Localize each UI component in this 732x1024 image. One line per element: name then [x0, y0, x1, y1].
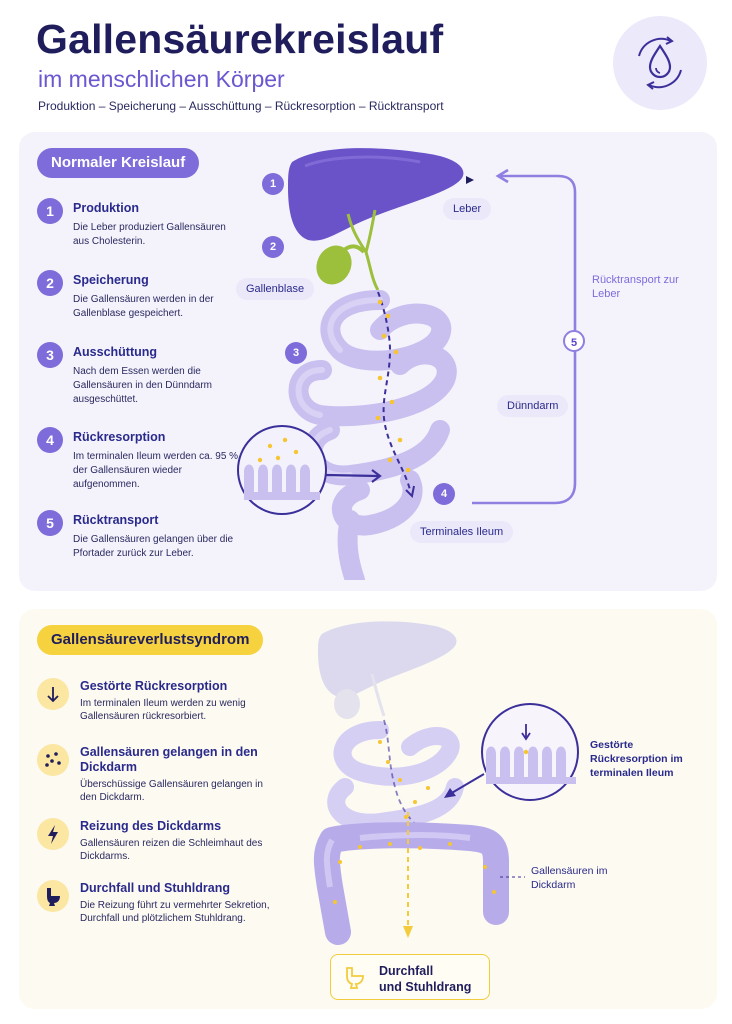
syndrome-item-title: Gestörte Rückresorption	[80, 679, 228, 693]
ileum-disruption-label: Gestörte Rückresorption im terminalen Il…	[590, 739, 683, 779]
liver-shape	[288, 148, 464, 241]
label-return-transport: Rücktransport zur Leber	[592, 274, 679, 300]
step-number: 3	[37, 342, 63, 368]
step-description: Die Gallensäuren werden in der Gallenbla…	[73, 294, 214, 319]
page-subtitle: im menschlichen Körper	[38, 66, 285, 92]
villi-zoom-circle	[237, 425, 382, 515]
disrupted-villi-zoom-circle	[444, 703, 579, 801]
syndrome-item-description: Die Reizung führt zu vermehrter Sekretio…	[80, 900, 270, 924]
marker-1: 1	[262, 173, 284, 195]
toilet-icon	[346, 967, 364, 989]
step-title: Produktion	[73, 201, 139, 215]
step-number: 4	[37, 427, 63, 453]
marker-3: 3	[285, 342, 307, 364]
step-number: 1	[37, 198, 63, 224]
step-description: Im terminalen Ileum werden ca. 95 % der …	[73, 451, 239, 490]
page-title: Gallensäurekreislauf	[36, 16, 444, 62]
large-intestine-shape	[313, 822, 509, 945]
step-number: 2	[37, 270, 63, 296]
label-gallbladder: Gallenblase	[236, 278, 315, 300]
syndrome-item-description: Überschüssige Gallensäuren gelangen in d…	[80, 779, 263, 803]
step-description: Nach dem Essen werden die Gallensäuren i…	[73, 366, 212, 405]
step-description: Die Leber produziert Gallensäuren aus Ch…	[73, 222, 226, 247]
normal-cycle-illustration	[237, 148, 577, 580]
step-title: Ausschüttung	[73, 345, 158, 359]
step-title: Rücktransport	[73, 513, 159, 527]
syndrome-item-title: Reizung des Dickdarms	[80, 819, 222, 833]
syndrome-item-description: Gallensäuren reizen die Schleimhaut des …	[80, 838, 263, 862]
result-label: Durchfall und Stuhldrang	[379, 964, 472, 994]
label-small-intestine: Dünndarm	[497, 395, 569, 417]
step-title: Speicherung	[73, 273, 149, 287]
droplet-cycle-icon	[613, 16, 707, 110]
arrow-down-icon	[37, 678, 69, 710]
label-terminal-ileum: Terminales Ileum	[410, 521, 514, 543]
step-number: 5	[37, 510, 63, 536]
syndrome-item-description: Im terminalen Ileum werden zu wenig Gall…	[80, 698, 246, 722]
toilet-icon	[37, 880, 69, 912]
step-title: Rückresorption	[73, 430, 166, 444]
lightning-icon	[37, 818, 69, 850]
syndrome-item-title: Durchfall und Stuhldrang	[80, 881, 230, 895]
colon-bile-acids-label: Gallensäuren im Dickdarm	[531, 865, 608, 891]
process-steps-line: Produktion – Speicherung – Ausschüttung …	[38, 99, 444, 113]
syndrome-item-title: Gallensäuren gelangen in den Dickdarm	[80, 745, 258, 774]
normal-cycle-heading: Normaler Kreislauf	[37, 148, 200, 178]
marker-4: 4	[433, 483, 455, 505]
gallbladder-shape	[316, 245, 352, 285]
result-box: Durchfall und Stuhldrang	[330, 954, 490, 1000]
syndrome-heading: Gallensäureverlustsyndrom	[37, 625, 264, 655]
marker-5: 5	[563, 330, 585, 352]
syndrome-illustration	[313, 621, 579, 945]
marker-2: 2	[262, 236, 284, 258]
dots-icon	[37, 744, 69, 776]
step-description: Die Gallensäuren gelangen über die Pfort…	[73, 534, 234, 559]
label-liver: Leber	[443, 198, 492, 220]
